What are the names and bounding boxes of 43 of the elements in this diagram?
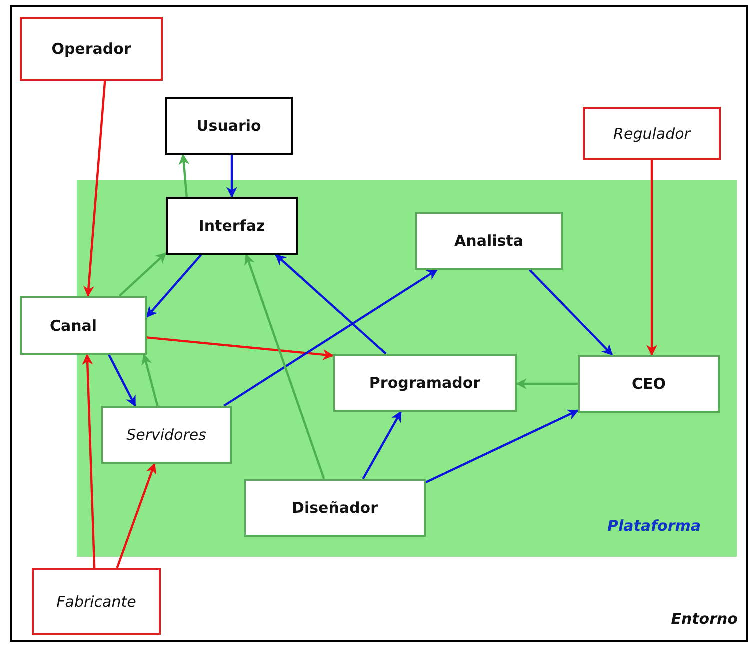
arrow (108, 354, 136, 407)
platform-label: Plataforma (607, 517, 701, 535)
role-box (32, 568, 161, 635)
role-label: Regulador (614, 124, 690, 142)
arrow (224, 269, 438, 407)
arrow (146, 254, 202, 318)
arrow (142, 354, 159, 406)
arrow (178, 154, 190, 198)
arrow (528, 269, 614, 356)
environment-frame (10, 5, 748, 642)
role-box (244, 479, 426, 537)
arrow (362, 411, 402, 480)
arrow (516, 378, 578, 390)
role-label: Analista (454, 232, 524, 250)
role-box (583, 107, 721, 160)
role-box (578, 355, 720, 413)
role-label: Interfaz (198, 217, 266, 235)
role-label: Usuario (196, 117, 262, 135)
arrow (116, 462, 157, 568)
role-box (101, 406, 232, 464)
role-label: Fabricante (56, 592, 136, 610)
environment-label: Entorno (671, 610, 738, 628)
role-label: Servidores (126, 426, 206, 444)
arrow (426, 410, 579, 484)
role-box (166, 197, 298, 255)
role-box (20, 17, 163, 81)
arrow (226, 155, 238, 198)
arrow (83, 80, 106, 298)
arrow (244, 254, 326, 480)
role-label: CEO (632, 375, 666, 393)
arrow (82, 354, 96, 568)
role-box (20, 296, 147, 355)
role-label: Diseñador (292, 499, 378, 517)
arrow (275, 254, 387, 355)
role-box (165, 97, 293, 155)
arrow (146, 336, 334, 360)
role-box (333, 354, 517, 412)
role-box (415, 212, 563, 270)
role-label: Operador (52, 40, 132, 58)
role-label: Programador (369, 374, 481, 392)
arrow (119, 252, 167, 297)
arrow (646, 160, 658, 356)
role-label: Canal (50, 316, 98, 334)
